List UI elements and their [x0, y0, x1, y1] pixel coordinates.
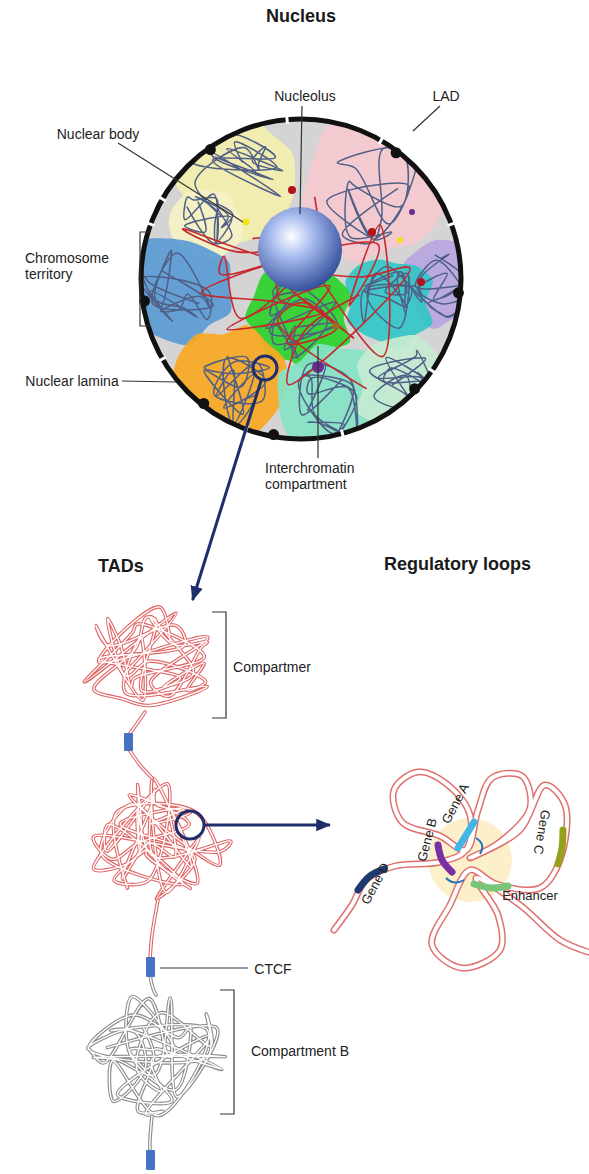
lad-dot — [205, 144, 216, 155]
nuclear-pore — [245, 426, 248, 434]
chromatin-fibre — [414, 254, 475, 317]
nuclear-body-dot — [243, 219, 250, 226]
panel-heading: Nucleus — [138, 0, 464, 28]
bracket — [140, 232, 150, 326]
nuclear-body-dot — [409, 209, 415, 215]
nucleolus-sphere — [258, 207, 342, 291]
panel-heading: Regulatory loops — [330, 545, 585, 576]
leader-line — [160, 967, 248, 968]
chromatin-strand — [150, 900, 158, 960]
part-label: Nuclear body — [57, 126, 140, 142]
part-label: Interchromatin compartment — [265, 460, 385, 492]
element-label: Enhancer — [502, 889, 558, 904]
transcription-arrow — [476, 838, 482, 854]
nuclear-pore — [379, 137, 383, 144]
transcription-arrow — [446, 878, 464, 883]
bracket — [220, 990, 234, 1114]
chromatin-strand-core — [150, 1116, 152, 1153]
chromatin-strand-core — [128, 712, 145, 736]
nuclear-pore — [159, 197, 166, 201]
gene-segment — [474, 884, 508, 888]
lad-dot — [268, 429, 279, 440]
arrow-tail — [204, 824, 228, 827]
chromatin-strand-core — [150, 900, 158, 960]
leader-line — [413, 106, 440, 131]
part-label: Chromosome territory — [25, 250, 115, 282]
ctcf-bar — [146, 957, 155, 977]
zoom-circle — [176, 811, 204, 839]
chromatin-fibre — [327, 147, 419, 244]
ctcf-bar — [124, 733, 133, 751]
lad-dot — [409, 383, 420, 394]
lad-dot — [453, 287, 464, 298]
chromosome-territories — [123, 113, 485, 449]
tad-tangle-core — [88, 997, 225, 1116]
chromatin-strand — [150, 974, 156, 995]
ctcf-bar — [146, 1150, 155, 1170]
leader-line — [300, 106, 302, 214]
gene-segment — [438, 845, 452, 872]
gene-segment — [558, 830, 563, 864]
chromatin-fibre — [192, 134, 283, 217]
nuclear-body-dot — [288, 186, 296, 194]
chromatin-loop — [334, 772, 588, 968]
chromatin-loop-core — [334, 772, 588, 968]
compartment-label: Compartment B — [251, 1043, 349, 1059]
chromatin-loops — [334, 772, 588, 968]
ctcf-sites — [124, 733, 155, 1170]
tad-tangles — [84, 607, 231, 1153]
diagram-panel: TADs — [70, 600, 228, 1160]
chromatin-fibre — [370, 350, 441, 422]
leader-lines — [118, 106, 440, 1114]
tad-tangle — [88, 997, 225, 1116]
diagram-panel: Nucleus — [138, 0, 464, 442]
zoom-arrow — [193, 442, 242, 600]
nuclear-pore — [341, 430, 343, 438]
bracket — [212, 612, 226, 718]
lad-dot — [139, 295, 150, 306]
chromatin-strand — [150, 1116, 152, 1153]
nuclear-pore — [147, 223, 155, 226]
gene-segment — [458, 822, 474, 848]
chromatin-fibre — [184, 194, 233, 244]
zoom-circle — [253, 356, 277, 380]
nuclear-pore — [448, 223, 456, 226]
tad-tangle — [84, 607, 208, 706]
chromatin-strand-core — [128, 748, 152, 778]
nuclear-body-dot — [333, 323, 340, 330]
panel-heading: TADs — [98, 556, 144, 578]
tad-tangle-core — [84, 607, 208, 706]
nuclear-pore — [429, 368, 436, 373]
leader-line — [317, 346, 318, 458]
leader-line — [118, 143, 243, 222]
leader-line — [122, 381, 176, 382]
chromatin-strand-core — [150, 974, 156, 995]
nuclear-bodies — [243, 186, 426, 373]
nuclear-pore — [285, 116, 289, 124]
nuclear-pore — [159, 357, 166, 361]
part-label: LAD — [432, 88, 459, 104]
nuclear-body-dot — [368, 228, 376, 236]
gene-label: Gene C — [530, 809, 552, 856]
arrow-tail — [242, 379, 262, 442]
chromatin-strand — [128, 712, 145, 736]
tad-tangle — [93, 778, 231, 899]
lad-dot — [198, 398, 209, 409]
nuclear-body-dot — [417, 278, 425, 286]
chromatin-fibre — [140, 250, 214, 321]
chromatin-strand — [128, 748, 152, 778]
tad-tangle-core — [93, 778, 231, 899]
nuclear-body-dot — [397, 237, 403, 243]
lad-dot — [391, 147, 402, 158]
compartment-label: Compartmer — [233, 659, 311, 675]
zoom-arrow — [228, 824, 330, 827]
part-label: CTCF — [254, 961, 291, 977]
part-label: Nuclear lamina — [25, 373, 118, 389]
part-label: Nucleolus — [274, 88, 335, 104]
